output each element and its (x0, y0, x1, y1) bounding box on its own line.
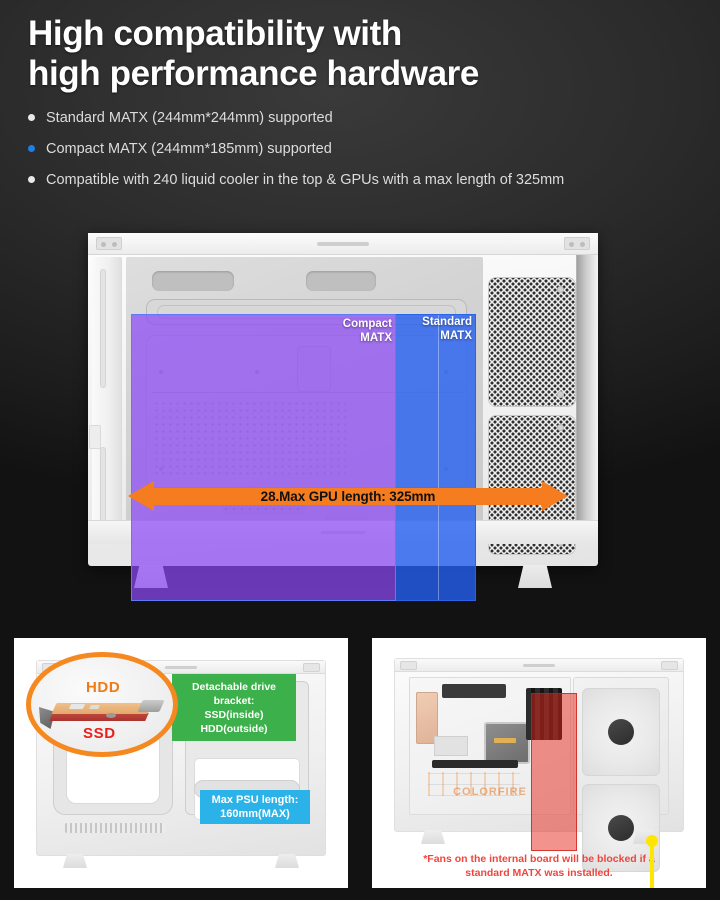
pointer-line-icon (646, 835, 658, 888)
overlay-divider (438, 315, 439, 600)
mesh-fan-panel-top (488, 277, 576, 407)
label-compact-matx: Compact MATX (342, 318, 392, 344)
bottom-grille-icon (65, 823, 165, 833)
rail-slot (100, 447, 106, 524)
fan-hub-icon (608, 719, 634, 745)
build-interior: COLORFIRE (405, 673, 673, 872)
chipset (434, 736, 468, 756)
label-hdd: HDD (86, 679, 121, 696)
case-top-rail (88, 233, 598, 255)
tag-max-psu-length: Max PSU length: 160mm(MAX) (200, 790, 310, 824)
blocked-area-highlight (531, 693, 577, 851)
top-vent-icon (317, 242, 369, 246)
gpu-length-label: 28.Max GPU length: 325mm (260, 489, 436, 504)
ssd-face (49, 713, 149, 721)
drive-knob (106, 713, 116, 718)
case-front-rail (89, 257, 122, 538)
motherboard-brand-text: COLORFIRE (453, 786, 527, 798)
screw-icon (96, 237, 122, 250)
mini-case-chassis: COLORFIRE (394, 658, 684, 872)
case-foot (421, 830, 445, 844)
drive-chip (89, 705, 100, 709)
fan-hub-icon (608, 815, 634, 841)
overlay-compact-matx (131, 314, 396, 601)
screw-icon (557, 286, 564, 293)
top-vent-icon (165, 666, 197, 669)
case-side-edge (576, 255, 598, 542)
bullet-text: Standard MATX (244mm*244mm) supported (46, 110, 333, 126)
case-foot (63, 854, 87, 868)
list-item: Standard MATX (244mm*244mm) supported (28, 107, 698, 129)
bullet-dot-icon (28, 114, 35, 121)
arrow-shaft (152, 488, 544, 505)
list-item: Compact MATX (244mm*185mm) supported (28, 138, 698, 160)
rail-slot (100, 269, 106, 388)
screw-icon (557, 391, 564, 398)
bullet-text: Compact MATX (244mm*185mm) supported (46, 141, 332, 157)
tag-detachable-drive-bracket: Detachable drive bracket: SSD(inside) HD… (155, 674, 296, 741)
bullet-dot-icon (28, 176, 35, 183)
pointer-dot-icon (646, 835, 658, 847)
bullet-text: Compatible with 240 liquid cooler in the… (46, 172, 565, 188)
hdd-face (51, 703, 153, 714)
pcb-traces (428, 772, 520, 796)
drive-bracket-illustration (39, 700, 165, 729)
main-case-diagram: Compact MATX Standard MATX 28.Max GPU le… (88, 233, 598, 601)
feature-bullet-list: Standard MATX (244mm*244mm) supported Co… (28, 107, 698, 191)
overlay-standard-matx (396, 314, 476, 601)
header-section: High compatibility with high performance… (28, 14, 698, 200)
label-standard-matx: Standard MATX (422, 316, 472, 342)
screw-icon (564, 237, 590, 250)
fan-wall (573, 677, 669, 872)
screw-icon (661, 661, 678, 670)
rail-tab (89, 425, 101, 449)
case-fan (582, 784, 660, 872)
screw-icon (400, 661, 417, 670)
vrm-heatsink (442, 684, 506, 698)
label-ssd: SSD (83, 725, 116, 742)
gpu-length-arrow: 28.Max GPU length: 325mm (128, 481, 568, 511)
panel-installed-build: COLORFIRE *Fans on the internal board wi… (372, 638, 706, 888)
screw-icon (557, 424, 564, 431)
case-fan (582, 688, 660, 776)
bracket-clip (39, 707, 55, 729)
top-vent-icon (523, 664, 555, 667)
drive-bracket-callout: HDD SSD (26, 652, 178, 757)
screw-icon (303, 663, 320, 672)
cable-cutout (152, 271, 234, 291)
drive-chip (68, 704, 86, 709)
cable-cutout (306, 271, 376, 291)
bullet-dot-icon (28, 145, 35, 152)
warning-note: *Fans on the internal board will be bloc… (423, 853, 655, 879)
panel-drive-bracket: HDD SSD Detachable drive bracket: SSD(in… (14, 638, 348, 888)
cpu-socket (484, 722, 530, 764)
case-foot (275, 854, 299, 868)
pcie-slot (432, 760, 518, 768)
case-foot (518, 565, 552, 588)
bracket-end-tab (137, 700, 165, 712)
page-title: High compatibility with high performance… (28, 14, 479, 93)
io-shield (416, 692, 438, 744)
list-item: Compatible with 240 liquid cooler in the… (28, 169, 698, 191)
mini-case-top-rail (395, 659, 683, 672)
